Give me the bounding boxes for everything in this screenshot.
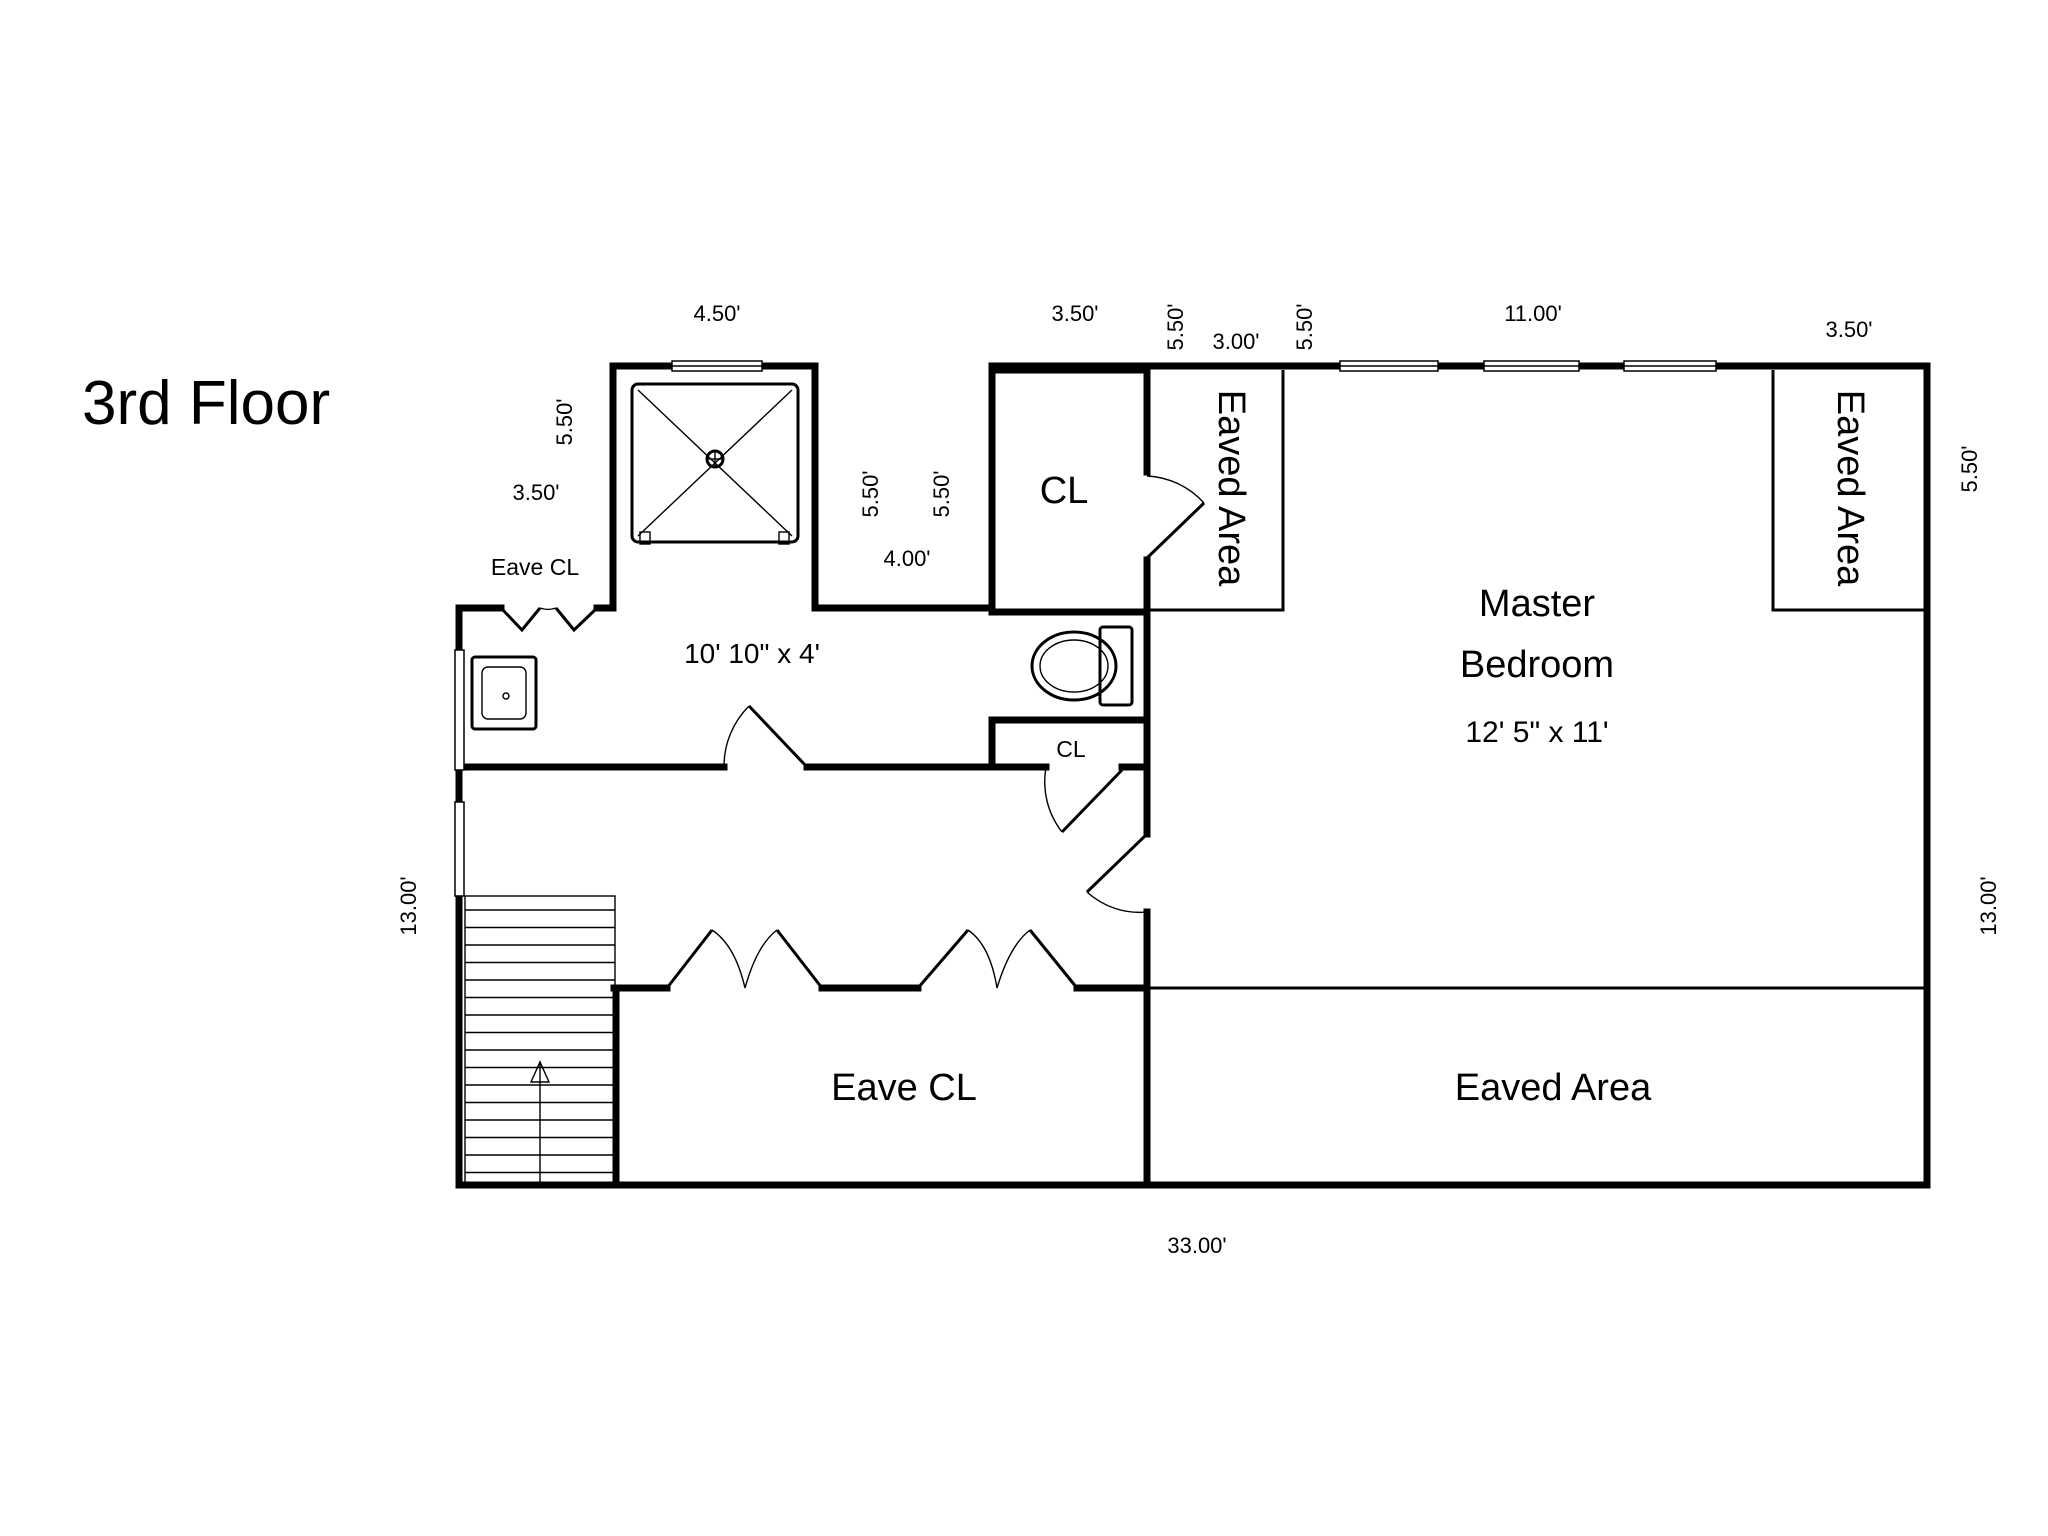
dim-eave-cl-depth: 5.50'	[552, 398, 577, 445]
doors	[499, 475, 1206, 989]
dim-eaved-left-depth-b: 5.50'	[1292, 303, 1317, 350]
closet-small-label: CL	[1056, 736, 1086, 762]
eaved-area-bottom-label: Eaved Area	[1455, 1067, 1652, 1109]
dim-notch-depth-a: 5.50'	[858, 470, 883, 517]
dim-bottom-width: 33.00'	[1167, 1233, 1226, 1258]
dim-closet-width: 3.50'	[1051, 301, 1098, 326]
dim-notch-width: 4.00'	[883, 546, 930, 571]
dim-eaved-left-width: 3.00'	[1212, 329, 1259, 354]
dim-left-height: 13.00'	[396, 876, 421, 935]
eaved-area-left-label: Eaved Area	[1210, 390, 1252, 587]
dim-master-width: 11.00'	[1504, 301, 1562, 326]
dim-eaved-right-depth: 5.50'	[1957, 445, 1982, 492]
eave-cl-top-label: Eave CL	[491, 554, 579, 580]
dim-eaved-right-width: 3.50'	[1825, 317, 1872, 342]
eaved-area-right-label: Eaved Area	[1829, 390, 1871, 587]
stairs[interactable]	[464, 895, 616, 1186]
dim-right-height: 13.00'	[1976, 876, 2001, 935]
master-bedroom-size: 12' 5" x 11'	[1465, 716, 1608, 749]
eave-cl-bottom-label: Eave CL	[831, 1067, 977, 1109]
master-bedroom-label-2: Bedroom	[1460, 644, 1614, 686]
hall-bath-label: 10' 10" x 4'	[684, 638, 820, 669]
walls	[455, 362, 1931, 1189]
dim-shower-width: 4.50'	[693, 301, 740, 326]
sink	[470, 655, 538, 731]
closet-top-label: CL	[1040, 470, 1089, 512]
shower	[630, 382, 800, 545]
dim-eave-cl-width: 3.50'	[512, 480, 559, 505]
floor-title: 3rd Floor	[82, 369, 330, 438]
windows	[454, 360, 1717, 897]
dim-notch-depth-b: 5.50'	[929, 470, 954, 517]
dimension-labels: 4.50' 3.50' 5.50' 3.00' 5.50' 11.00' 3.5…	[396, 301, 2001, 1258]
master-bedroom-label-1: Master	[1479, 583, 1595, 625]
toilet	[1030, 625, 1134, 707]
room-labels: CL Eaved Area Eaved Area Eave CL 10' 10"…	[491, 390, 1871, 1109]
dim-eaved-left-depth-a: 5.50'	[1163, 303, 1188, 350]
